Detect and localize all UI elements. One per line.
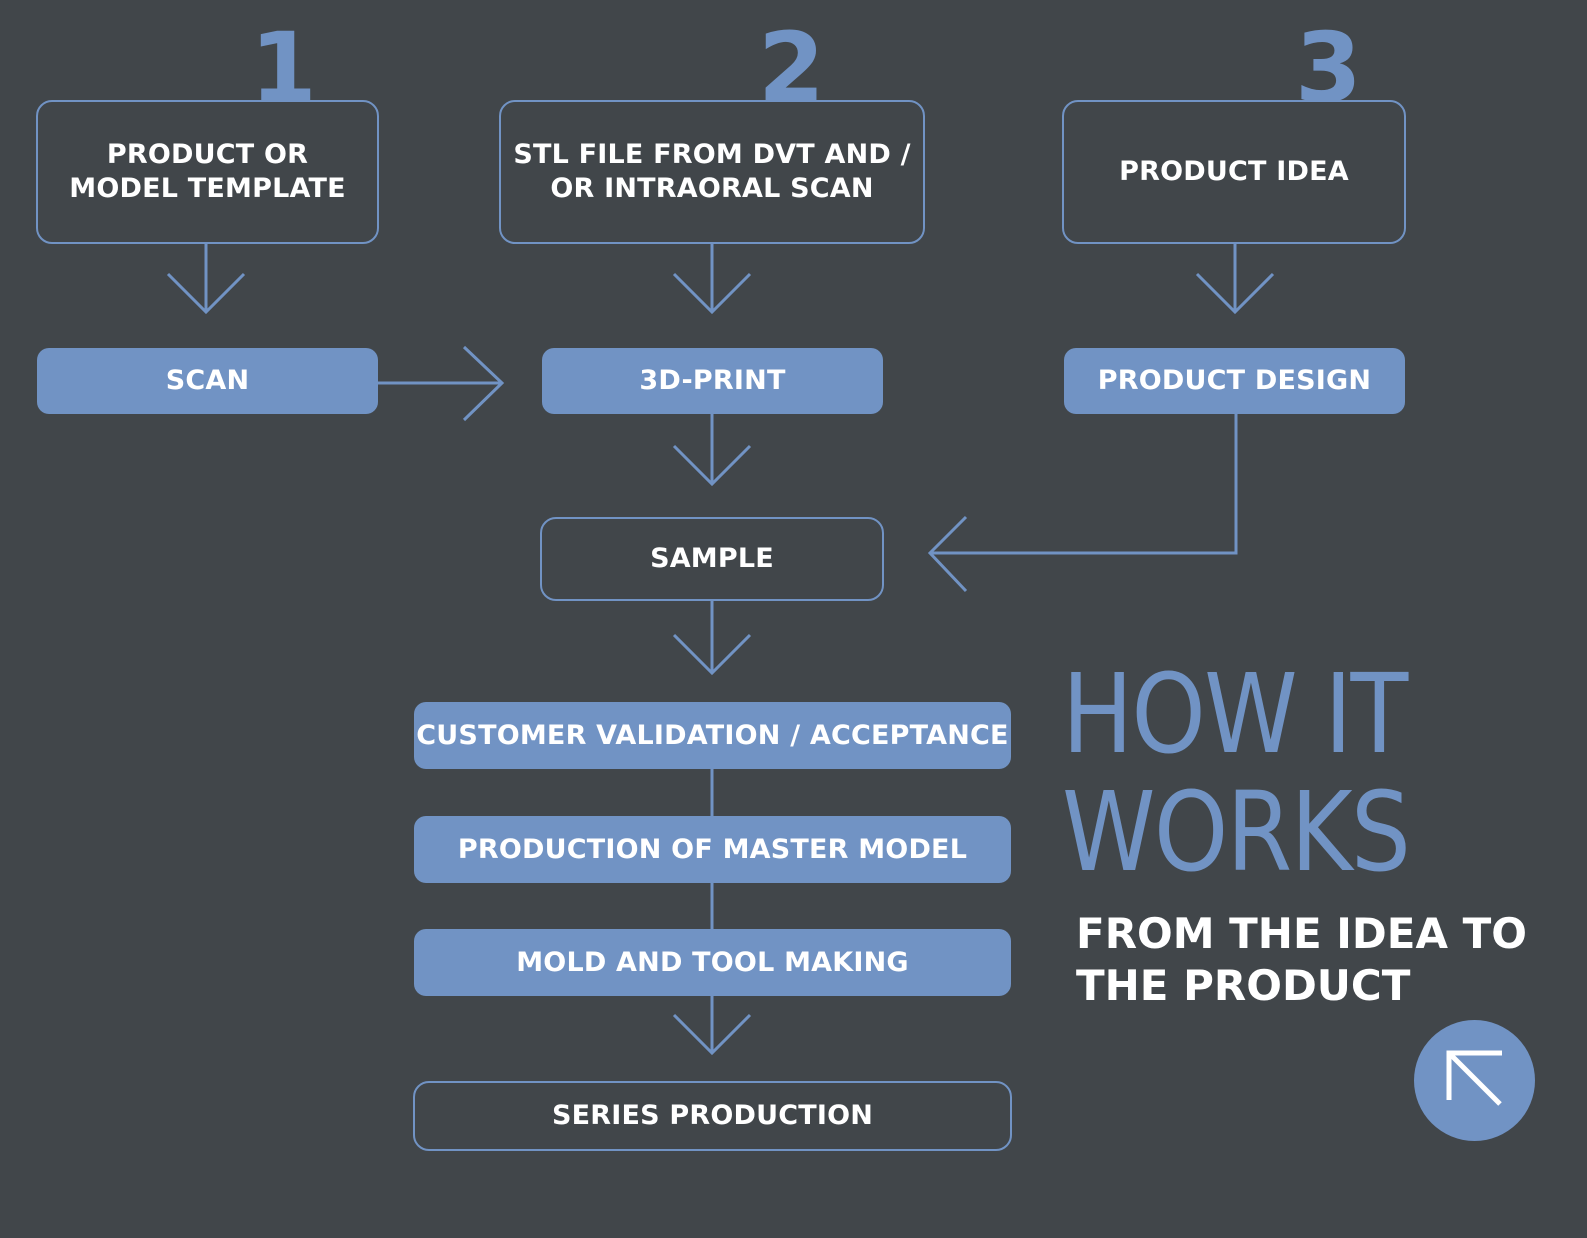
box-3d-print: 3D-PRINT (542, 348, 883, 414)
box-customer-validation: CUSTOMER VALIDATION / ACCEPTANCE (414, 702, 1011, 769)
box-label: PRODUCT IDEA (1119, 156, 1349, 187)
box-stl-file: STL FILE FROM DVT AND / OR INTRAORAL SCA… (499, 100, 925, 244)
arrow-up-left-icon (1446, 1050, 1502, 1106)
arrow-down-icon (672, 414, 752, 487)
box-label: 3D-PRINT (639, 365, 786, 396)
box-label: MOLD AND TOOL MAKING (516, 946, 909, 978)
box-label: SERIES PRODUCTION (551, 1100, 874, 1131)
heading-how-it-works: HOW IT WORKS (1062, 650, 1411, 896)
box-master-model: PRODUCTION OF MASTER MODEL (414, 816, 1011, 883)
back-to-top-button[interactable] (1414, 1020, 1535, 1141)
box-series-production: SERIES PRODUCTION (413, 1081, 1012, 1151)
box-product-idea: PRODUCT IDEA (1062, 100, 1406, 244)
box-label: PRODUCTION OF MASTER MODEL (457, 833, 968, 865)
subtitle: FROM THE IDEA TO THE PRODUCT (1076, 908, 1527, 1012)
heading-line-2: WORKS (1062, 768, 1411, 896)
box-product-design: PRODUCT DESIGN (1064, 348, 1405, 414)
heading-line-1: HOW IT (1062, 650, 1408, 778)
box-label: SCAN (165, 365, 250, 396)
arrow-down-icon (672, 996, 752, 1056)
box-mold-tool-making: MOLD AND TOOL MAKING (414, 929, 1011, 996)
arrow-down-icon (166, 244, 246, 315)
arrow-down-icon (672, 244, 752, 315)
box-label: CUSTOMER VALIDATION / ACCEPTANCE (416, 719, 1009, 751)
arrow-down-icon (672, 601, 752, 676)
box-label: STL FILE FROM DVT AND / OR INTRAORAL SCA… (513, 139, 911, 204)
box-product-or-model-template: PRODUCT OR MODEL TEMPLATE (36, 100, 379, 244)
box-scan: SCAN (37, 348, 378, 414)
box-sample: SAMPLE (540, 517, 884, 601)
box-label: PRODUCT OR MODEL TEMPLATE (69, 139, 346, 204)
arrow-left-icon (927, 414, 1238, 593)
arrow-right-icon (378, 345, 505, 422)
subtitle-line-1: FROM THE IDEA TO (1076, 909, 1527, 958)
box-label: SAMPLE (650, 543, 774, 574)
arrow-down-icon (1195, 244, 1275, 315)
subtitle-line-2: THE PRODUCT (1076, 961, 1411, 1010)
box-label: PRODUCT DESIGN (1097, 365, 1372, 396)
